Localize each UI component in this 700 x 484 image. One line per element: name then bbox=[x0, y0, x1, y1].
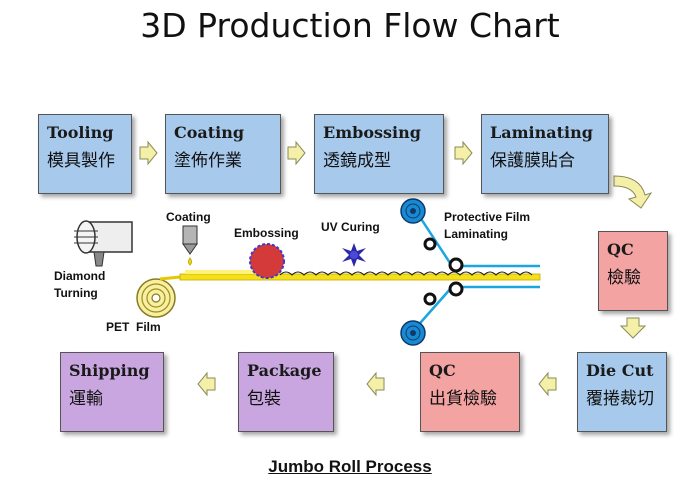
diamond-turning-icon bbox=[74, 220, 133, 267]
step-qc-shipping-inspection: QC 出貨檢驗 bbox=[420, 352, 520, 432]
flow-arrows bbox=[139, 140, 653, 397]
arrow-down bbox=[619, 317, 647, 339]
step-coating: Coating 塗佈作業 bbox=[165, 114, 281, 194]
label-uv-curing: UV Curing bbox=[321, 220, 380, 234]
step-tooling: Tooling 模具製作 bbox=[38, 114, 132, 194]
label-turning: Turning bbox=[54, 286, 98, 300]
step-tooling-en: Tooling bbox=[47, 123, 114, 142]
step-qc2-zh: 出貨檢驗 bbox=[429, 389, 497, 409]
arrow-right-2 bbox=[287, 140, 306, 166]
step-coating-zh: 塗佈作業 bbox=[174, 151, 242, 171]
step-shipping-zh: 運輸 bbox=[69, 389, 103, 409]
label-embossing: Embossing bbox=[234, 226, 299, 240]
step-embossing-zh: 透鏡成型 bbox=[323, 151, 391, 171]
page-title: 3D Production Flow Chart bbox=[140, 6, 560, 45]
arrow-left-1 bbox=[538, 371, 557, 397]
step-package: Package 包裝 bbox=[238, 352, 334, 432]
embossing-roller-icon bbox=[249, 243, 285, 279]
caption-container: Jumbo Roll Process bbox=[0, 457, 700, 477]
step-package-zh: 包裝 bbox=[247, 389, 281, 409]
arrow-left-3 bbox=[197, 371, 216, 397]
label-diamond: Diamond bbox=[54, 269, 106, 283]
pet-film-roll-icon bbox=[136, 278, 176, 318]
guide-rollers-icon bbox=[423, 237, 464, 306]
label-coating: Coating bbox=[166, 210, 211, 224]
pet-film-strip bbox=[179, 273, 541, 281]
step-embossing: Embossing 透鏡成型 bbox=[314, 114, 444, 194]
label-laminating: Laminating bbox=[444, 227, 509, 241]
step-shipping-en: Shipping bbox=[69, 361, 150, 380]
step-embossing-en: Embossing bbox=[323, 123, 421, 142]
arrow-right-1 bbox=[139, 140, 158, 166]
step-diecut-en: Die Cut bbox=[586, 361, 654, 380]
step-die-cut: Die Cut 覆捲裁切 bbox=[577, 352, 667, 432]
step-qc1-zh: 檢驗 bbox=[607, 268, 641, 288]
caption: Jumbo Roll Process bbox=[268, 457, 432, 476]
coating-layer bbox=[185, 270, 265, 274]
step-laminating: Laminating 保護膜貼合 bbox=[481, 114, 609, 194]
arrow-curve-down bbox=[613, 175, 653, 209]
step-diecut-zh: 覆捲裁切 bbox=[586, 389, 654, 409]
step-qc1-en: QC bbox=[607, 240, 634, 259]
step-shipping: Shipping 運輸 bbox=[60, 352, 164, 432]
step-laminating-zh: 保護膜貼合 bbox=[490, 151, 575, 171]
uv-curing-icon bbox=[342, 243, 366, 267]
protective-film-roll-bottom-icon bbox=[400, 320, 426, 346]
arrow-right-3 bbox=[454, 140, 473, 166]
arrow-left-2 bbox=[366, 371, 385, 397]
step-coating-en: Coating bbox=[174, 123, 245, 142]
label-pet-film: PET Film bbox=[106, 320, 161, 334]
step-qc-inspection: QC 檢驗 bbox=[598, 231, 668, 311]
step-laminating-en: Laminating bbox=[490, 123, 593, 142]
label-protective-film: Protective Film bbox=[444, 210, 531, 224]
step-tooling-zh: 模具製作 bbox=[47, 151, 115, 171]
step-qc2-en: QC bbox=[429, 361, 456, 380]
lens-wave bbox=[279, 271, 533, 276]
step-package-en: Package bbox=[247, 361, 322, 380]
protective-film-roll-top-icon bbox=[400, 198, 426, 224]
coating-nozzle-icon bbox=[182, 225, 198, 266]
